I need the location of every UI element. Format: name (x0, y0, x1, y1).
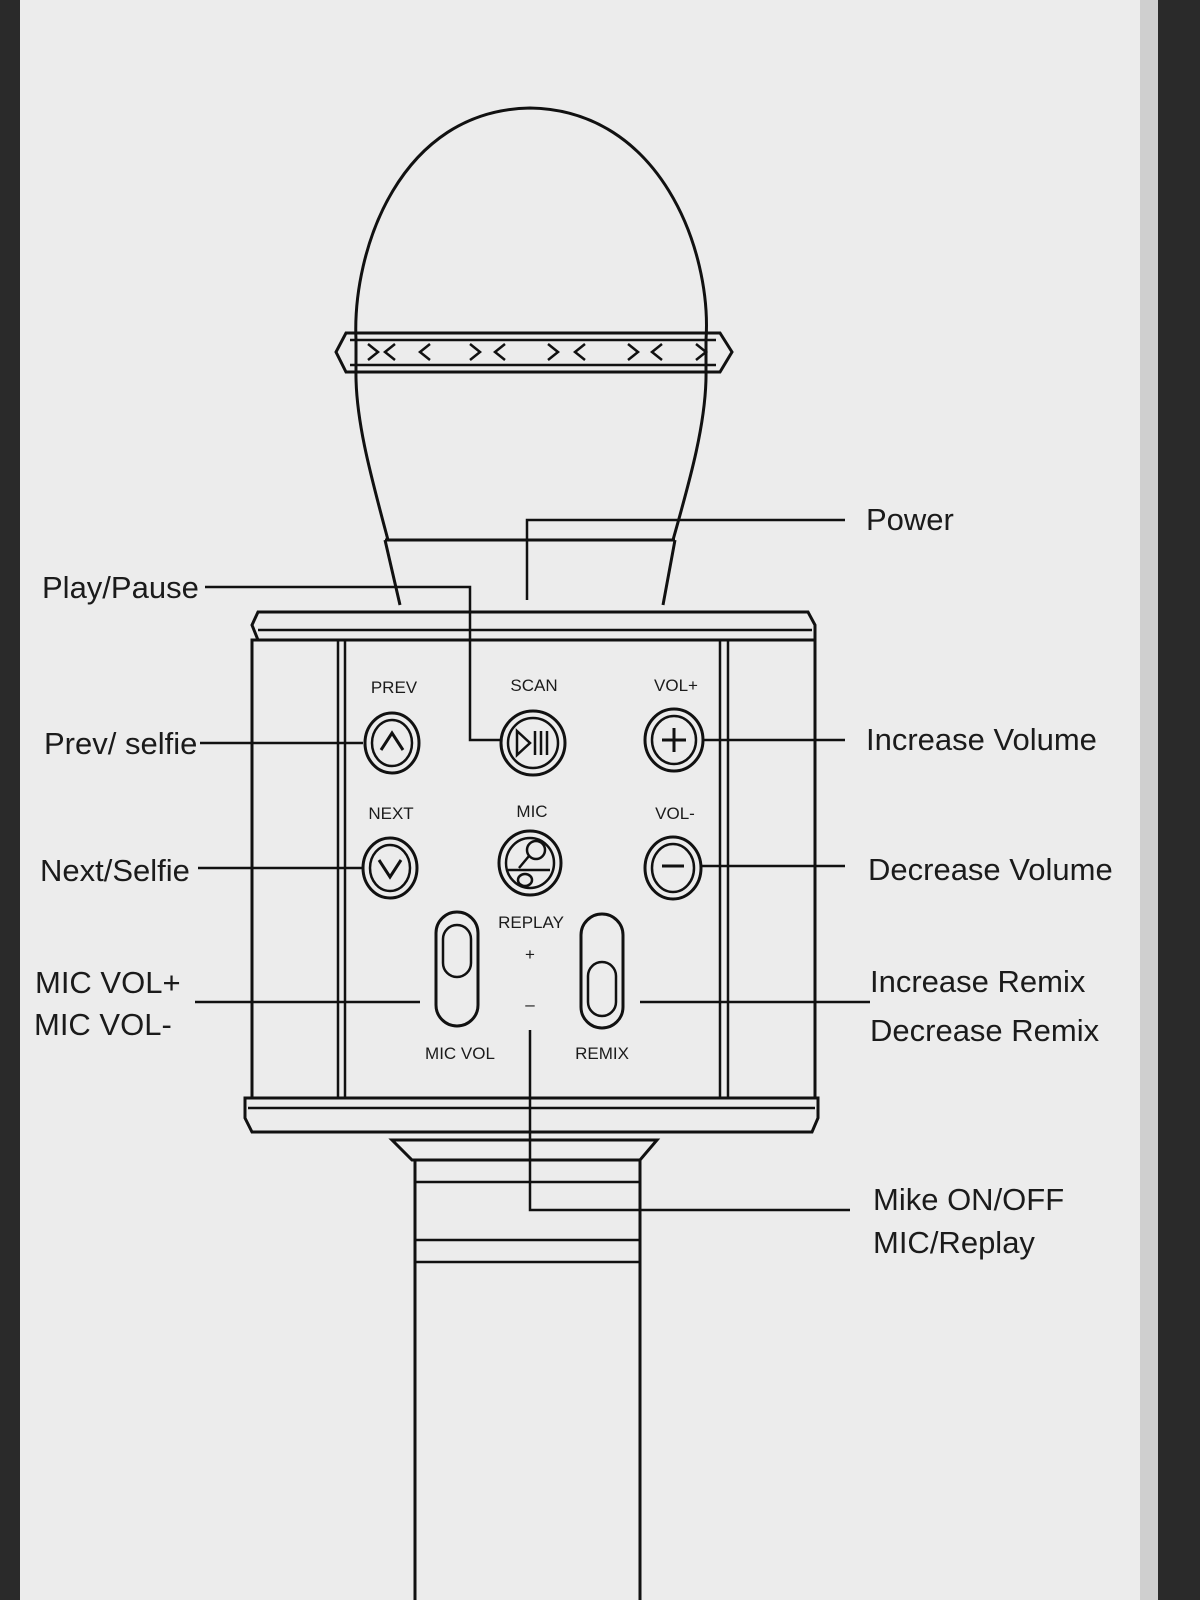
control-body (243, 610, 820, 1134)
callout-mic-replay: MIC/Replay (873, 1225, 1035, 1260)
body-bottom-bar (243, 1096, 820, 1134)
mic-vol-slider[interactable] (434, 910, 480, 1028)
vol-minus-button[interactable] (643, 835, 703, 901)
prev-label: PREV (371, 678, 418, 697)
play-pause-button[interactable] (499, 709, 567, 777)
mic-label: MIC (516, 802, 547, 821)
callout-increase-remix: Increase Remix (870, 964, 1086, 999)
next-label: NEXT (368, 804, 413, 823)
callout-power: Power (866, 502, 954, 537)
replay-plus-label: + (525, 945, 535, 964)
replay-minus-label: – (525, 995, 535, 1014)
mic-vol-label: MIC VOL (425, 1044, 495, 1063)
remix-knob[interactable] (586, 960, 618, 1018)
scan-label: SCAN (510, 676, 557, 695)
callout-mic-vol-minus: MIC VOL- (34, 1007, 172, 1042)
callout-next-selfie: Next/Selfie (40, 853, 190, 888)
callout-decrease-remix: Decrease Remix (870, 1013, 1100, 1048)
vol-plus-label: VOL+ (654, 676, 698, 695)
mic-head-ring (334, 331, 734, 374)
callout-play-pause: Play/Pause (42, 570, 199, 605)
mic-head (334, 106, 734, 606)
mic-button[interactable] (497, 829, 563, 897)
leader-lines (195, 518, 870, 1212)
callout-prev-selfie: Prev/ selfie (44, 726, 197, 761)
microphone-icon (508, 839, 550, 888)
paper-shadow-edge (1140, 0, 1158, 1600)
mic-vol-knob[interactable] (441, 923, 473, 979)
vol-plus-button[interactable] (643, 707, 705, 773)
play-pause-icon (515, 728, 549, 758)
callout-increase-volume: Increase Volume (866, 722, 1097, 757)
remix-label: REMIX (575, 1044, 629, 1063)
paper-sheet (20, 0, 1145, 1600)
plus-icon (662, 728, 686, 752)
remix-slider[interactable] (579, 912, 625, 1030)
mic-neck (383, 538, 677, 606)
callout-mic-vol-plus: MIC VOL+ (35, 965, 181, 1000)
replay-label: REPLAY (498, 913, 564, 932)
callout-decrease-volume: Decrease Volume (868, 852, 1113, 887)
next-button[interactable] (361, 836, 419, 900)
callout-mike-on-off: Mike ON/OFF (873, 1182, 1064, 1217)
chevron-down-icon (377, 859, 403, 880)
mic-handle (388, 1138, 661, 1600)
prev-button[interactable] (363, 711, 421, 775)
mic-head-dome (354, 106, 708, 541)
vol-minus-label: VOL- (655, 804, 695, 823)
chevron-up-icon (379, 730, 405, 751)
